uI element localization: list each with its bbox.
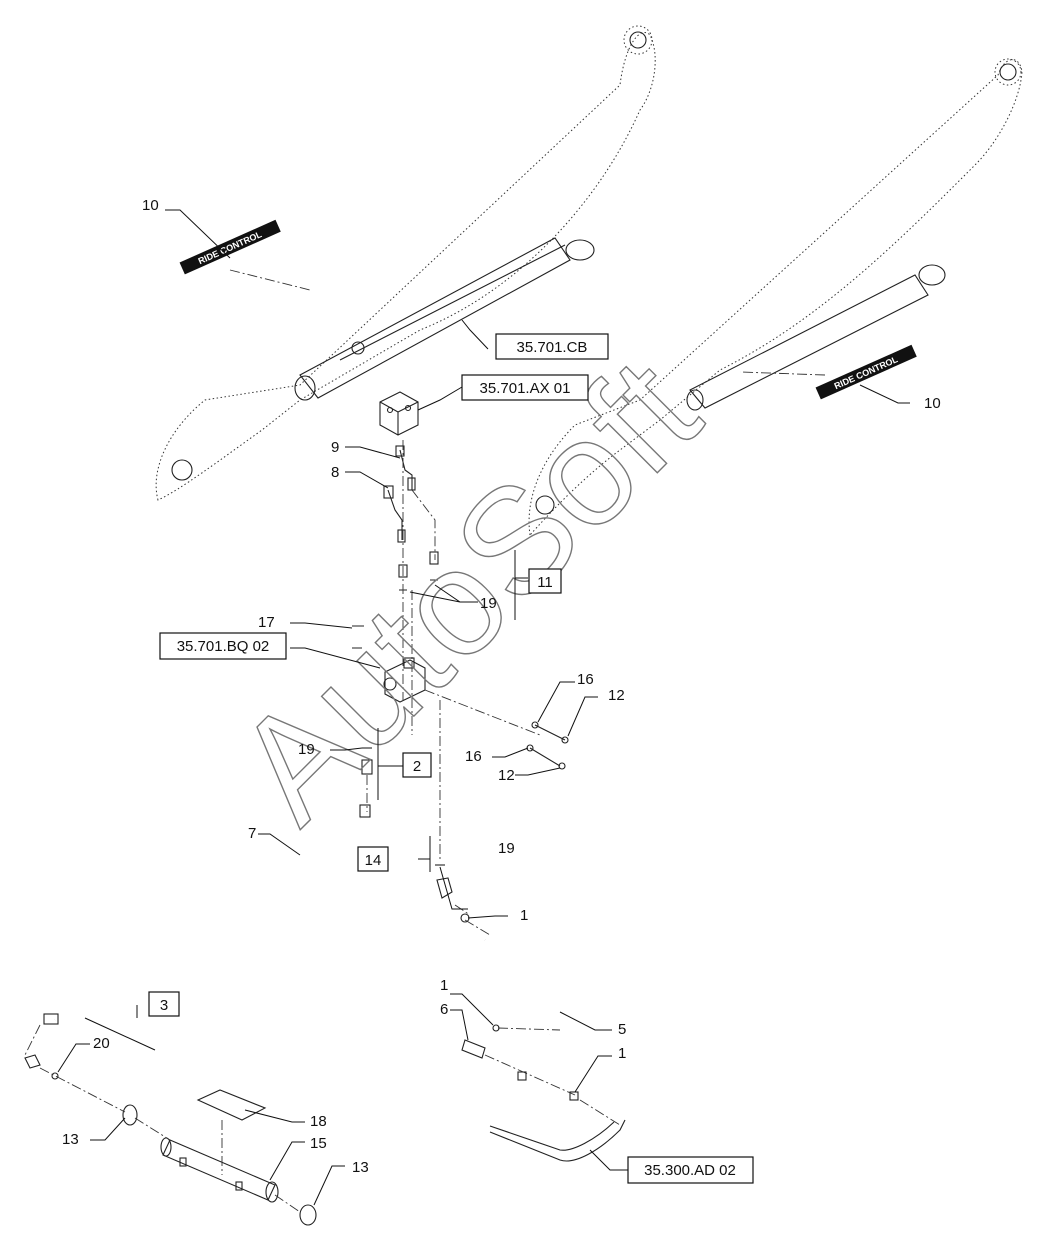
callout-13-left: 13 <box>62 1131 79 1148</box>
right-loader-arm <box>528 58 1023 537</box>
ref-35-701-ax-01: 35.701.AX 01 <box>480 380 571 397</box>
callout-12-upper: 12 <box>608 687 625 704</box>
fitting-20 <box>24 1054 59 1080</box>
watermark: AutoSoft <box>203 326 730 853</box>
tube-8 <box>383 485 406 543</box>
callout-8: 8 <box>331 464 339 481</box>
svg-text:AutoSoft: AutoSoft <box>204 327 730 853</box>
callout-10-left: 10 <box>142 197 159 214</box>
label-18 <box>196 1089 267 1121</box>
callout-13-right: 13 <box>352 1159 369 1176</box>
callout-1-mid: 1 <box>440 977 448 994</box>
callout-16-lower: 16 <box>465 748 482 765</box>
clamp-13-left <box>122 1104 138 1126</box>
callout-18: 18 <box>310 1113 327 1130</box>
decal-right: RIDE CONTROL <box>815 344 917 400</box>
fitting-6 <box>461 1024 500 1059</box>
boxed-item-14: 14 <box>365 852 382 869</box>
callout-10-right: 10 <box>924 395 941 412</box>
elbow-14 <box>435 864 453 899</box>
tube-9 <box>395 445 416 491</box>
callouts: 10 10 9 8 19 17 4 16 12 19 16 12 7 19 1 … <box>62 197 941 1176</box>
callout-19-mid: 19 <box>298 741 315 758</box>
center-lines <box>24 269 826 1213</box>
tube-35300 <box>489 1071 626 1162</box>
callout-9: 9 <box>331 439 339 456</box>
left-lift-cylinder <box>294 237 595 401</box>
accumulator-15 <box>160 1137 279 1203</box>
callout-5: 5 <box>618 1021 626 1038</box>
ref-35-701-cb: 35.701.CB <box>517 339 588 356</box>
right-lift-cylinder <box>686 264 946 411</box>
callout-17: 17 <box>258 614 275 631</box>
bolts-12-16 <box>526 721 569 770</box>
valve-block <box>379 391 419 436</box>
callout-1-top: 1 <box>520 907 528 924</box>
callout-7: 7 <box>248 825 256 842</box>
boxed-item-3: 3 <box>160 997 168 1014</box>
ref-35-701-bq-02: 35.701.BQ 02 <box>177 638 270 655</box>
fittings-2 <box>359 747 373 818</box>
decal-left-text: RIDE CONTROL <box>197 229 264 266</box>
decal-right-text: RIDE CONTROL <box>833 354 900 391</box>
callout-6: 6 <box>440 1001 448 1018</box>
callout-16-upper: 16 <box>577 671 594 688</box>
leader-lines <box>57 209 910 1206</box>
ref-35-300-ad-02: 35.300.AD 02 <box>644 1162 736 1179</box>
hose-5 <box>460 913 567 1037</box>
callout-12-lower: 12 <box>498 767 515 784</box>
clamp-13-right <box>299 1204 317 1226</box>
boxed-items: 11 2 14 3 <box>148 568 562 1017</box>
boxed-item-2: 2 <box>413 758 421 775</box>
left-loader-arm <box>155 25 656 501</box>
hose-7 <box>43 816 361 1025</box>
callout-15: 15 <box>310 1135 327 1152</box>
boxed-item-11: 11 <box>537 574 553 591</box>
bolts-17 <box>352 625 364 649</box>
callout-19-upper: 19 <box>480 595 497 612</box>
reference-boxes: 35.701.CB 35.701.AX 01 35.701.BQ 02 35.3… <box>159 333 754 1184</box>
callout-20: 20 <box>93 1035 110 1052</box>
callout-1-right: 1 <box>618 1045 626 1062</box>
callout-19-lower: 19 <box>498 840 515 857</box>
decal-left: RIDE CONTROL <box>179 219 281 275</box>
